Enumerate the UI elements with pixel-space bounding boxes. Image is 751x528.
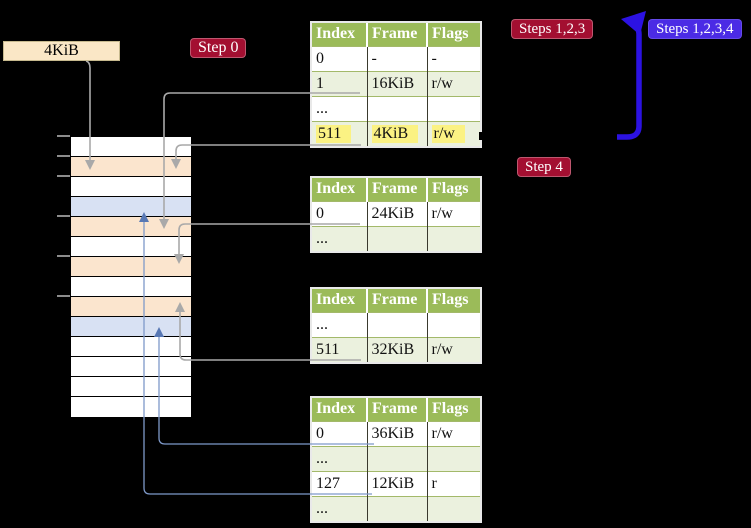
table-cell: r/w: [427, 420, 480, 446]
column-header: Index: [312, 289, 368, 312]
recursive-loop-arrow: [617, 11, 646, 140]
memory-frame-row-white: [71, 137, 191, 157]
physical-memory-column: [70, 136, 192, 418]
table-cell: 0: [312, 420, 368, 446]
table-cell: 511: [312, 120, 368, 146]
table-row: ...: [312, 495, 480, 521]
table-cell: [427, 445, 480, 471]
table-cell: ...: [312, 311, 368, 337]
table-row: ...: [312, 95, 480, 121]
table-row: 0--: [312, 45, 480, 71]
table-cell: [427, 225, 480, 251]
table-cell: r: [427, 470, 480, 496]
memory-tick: [57, 175, 70, 177]
table-row: ...: [312, 311, 480, 337]
table-cell: [367, 445, 428, 471]
column-header: Frame: [367, 398, 428, 421]
column-header: Flags: [427, 289, 480, 312]
table-cell: -: [427, 45, 480, 71]
memory-frame-row-orange: [71, 157, 191, 177]
table-cell: 127: [312, 470, 368, 496]
table-cell: [427, 311, 480, 337]
memory-frame-row-white: [71, 377, 191, 397]
table-cell: r/w: [427, 70, 480, 96]
table-cell: r/w: [427, 336, 480, 362]
table-cell: 0: [312, 200, 368, 226]
badge-steps-1-2-3: Steps 1,2,3: [511, 19, 594, 39]
column-header: Index: [312, 178, 368, 201]
highlighted-value: r/w: [431, 124, 465, 143]
table-cell: 24KiB: [367, 200, 428, 226]
table-cell: ...: [312, 495, 368, 521]
table-cell: 0: [312, 45, 368, 71]
memory-frame-row-white: [71, 357, 191, 377]
table-cell: 1: [312, 70, 368, 96]
column-header: Flags: [427, 23, 480, 46]
table-cell: 16KiB: [367, 70, 428, 96]
table-row: ...: [312, 445, 480, 471]
loop-arrow-overlap-mark: [479, 132, 483, 140]
table-cell: r/w: [427, 200, 480, 226]
memory-frame-row-white: [71, 277, 191, 297]
table-cell: 12KiB: [367, 470, 428, 496]
memory-frame-row-orange: [71, 297, 191, 317]
memory-tick: [57, 215, 70, 217]
table-cell: 36KiB: [367, 420, 428, 446]
column-header: Frame: [367, 178, 428, 201]
memory-frame-row-orange: [71, 257, 191, 277]
memory-frame-row-white: [71, 177, 191, 197]
table-cell: [367, 495, 428, 521]
memory-frame-row-white: [71, 397, 191, 417]
memory-frame-row-white: [71, 337, 191, 357]
table-cell: 32KiB: [367, 336, 428, 362]
table-cell: [367, 95, 428, 121]
table-row: ...: [312, 225, 480, 251]
memory-frame-row-orange: [71, 217, 191, 237]
table-row: 511 4KiB r/w: [312, 120, 480, 146]
badge-step-4: Step 4: [517, 157, 571, 177]
table-cell: [427, 95, 480, 121]
memory-tick: [57, 295, 70, 297]
table-cell: ...: [312, 225, 368, 251]
memory-frame-row-white: [71, 237, 191, 257]
badge-step-0: Step 0: [190, 38, 247, 58]
table-cell: [367, 311, 428, 337]
table-cell: [367, 225, 428, 251]
column-header: Index: [312, 398, 368, 421]
frame-size-label: 4KiB: [3, 41, 120, 61]
table-cell: ...: [312, 95, 368, 121]
table-cell: ...: [312, 445, 368, 471]
memory-frame-row-blue: [71, 317, 191, 337]
memory-frame-row-blue: [71, 197, 191, 217]
table-cell: r/w: [427, 120, 480, 146]
memory-tick: [57, 255, 70, 257]
memory-tick: [57, 135, 70, 137]
table-cell: 511: [312, 336, 368, 362]
column-header: Flags: [427, 398, 480, 421]
badge-steps-1-2-3-4: Steps 1,2,3,4: [648, 19, 742, 39]
memory-tick: [57, 155, 70, 157]
column-header: Frame: [367, 23, 428, 46]
table-cell: [427, 495, 480, 521]
column-header: Frame: [367, 289, 428, 312]
table-cell: -: [367, 45, 428, 71]
highlighted-value: 4KiB: [371, 124, 419, 143]
column-header: Flags: [427, 178, 480, 201]
highlighted-value: 511: [316, 124, 352, 143]
column-header: Index: [312, 23, 368, 46]
table-cell: 4KiB: [367, 120, 428, 146]
